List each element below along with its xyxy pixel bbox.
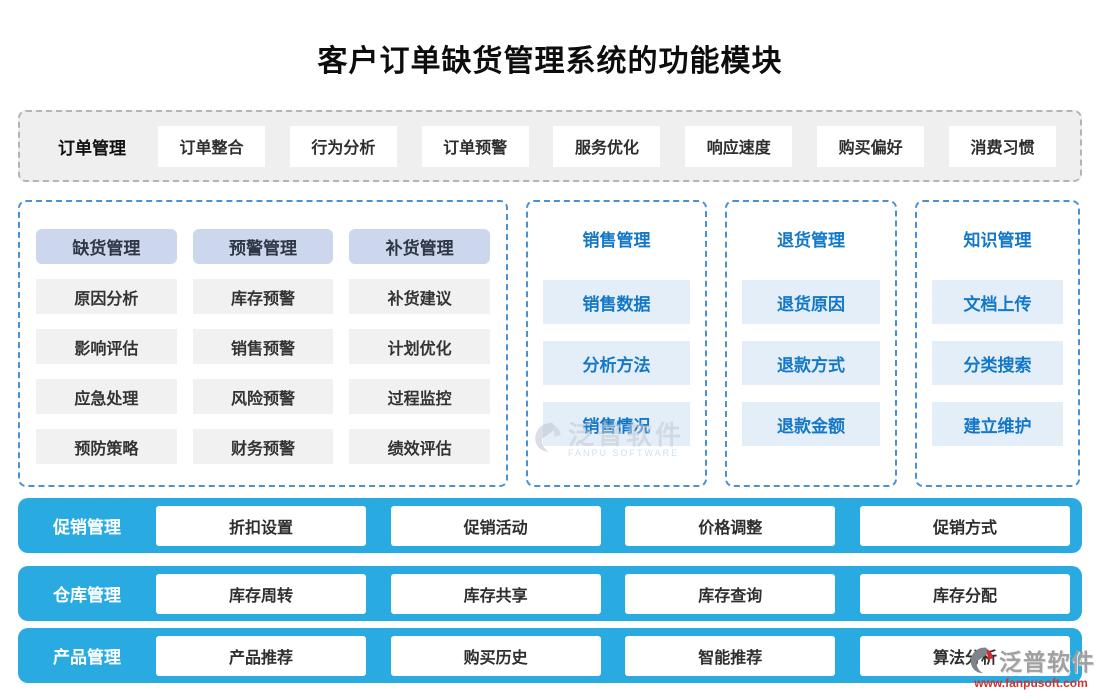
- header-sales: 销售管理: [582, 231, 651, 250]
- module-chip: 促销活动: [390, 505, 601, 546]
- column-shortage: 缺货管理 原因分析 影响评估 应急处理 预防策略: [36, 229, 177, 464]
- module-chip: 订单整合: [158, 125, 265, 167]
- product-row: 产品管理 产品推荐 购买历史 智能推荐 算法分析: [18, 628, 1082, 683]
- promotion-row-items: 折扣设置 促销活动 价格调整 促销方式: [156, 505, 1070, 546]
- header-replenish: 补货管理: [349, 229, 491, 264]
- module-chip: 算法分析: [859, 635, 1070, 676]
- header-knowledge: 知识管理: [963, 231, 1032, 250]
- column-replenish: 补货管理 补货建议 计划优化 过程监控 绩效评估: [349, 229, 491, 464]
- module-chip: 订单预警: [421, 125, 529, 167]
- module-item: 财务预警: [192, 429, 334, 464]
- module-chip: 库存查询: [625, 573, 836, 614]
- module-item: 销售情况: [543, 402, 690, 446]
- promotion-row: 促销管理 折扣设置 促销活动 价格调整 促销方式: [18, 498, 1082, 553]
- module-item: 建立维护: [932, 402, 1063, 446]
- panel-returns: 退货管理 退货原因 退款方式 退款金额: [725, 200, 897, 487]
- module-item: 文档上传: [932, 280, 1063, 324]
- module-chip: 库存周转: [156, 573, 366, 614]
- module-item: 库存预警: [192, 279, 334, 314]
- module-item: 补货建议: [349, 279, 491, 314]
- module-chip: 响应速度: [685, 125, 793, 167]
- module-chip: 库存分配: [859, 573, 1070, 614]
- module-item: 预防策略: [36, 429, 177, 464]
- module-item: 应急处理: [36, 379, 177, 414]
- module-chip: 服务优化: [553, 125, 661, 167]
- module-item: 销售预警: [192, 329, 334, 364]
- module-item: 风险预警: [192, 379, 334, 414]
- header-returns: 退货管理: [777, 231, 845, 250]
- module-chip: 智能推荐: [625, 635, 836, 676]
- module-item: 退货原因: [742, 280, 880, 324]
- module-chip: 购买历史: [390, 635, 601, 676]
- module-chip: 促销方式: [859, 505, 1070, 546]
- warehouse-row: 仓库管理 库存周转 库存共享 库存查询 库存分配: [18, 566, 1082, 621]
- module-item: 绩效评估: [349, 429, 491, 464]
- order-band-items: 订单整合 行为分析 订单预警 服务优化 响应速度 购买偏好 消费习惯: [158, 125, 1056, 167]
- order-management-band: 订单管理 订单整合 行为分析 订单预警 服务优化 响应速度 购买偏好 消费习惯: [18, 110, 1082, 182]
- module-chip: 购买偏好: [817, 125, 925, 167]
- module-panels: 缺货管理 原因分析 影响评估 应急处理 预防策略 预警管理 库存预警 销售预警 …: [18, 200, 1082, 487]
- module-item: 退款金额: [742, 402, 880, 446]
- header-warning: 预警管理: [192, 229, 334, 264]
- module-chip: 消费习惯: [948, 125, 1056, 167]
- module-item: 销售数据: [543, 280, 690, 324]
- module-chip: 行为分析: [289, 125, 397, 167]
- product-row-items: 产品推荐 购买历史 智能推荐 算法分析: [156, 635, 1070, 676]
- module-item: 原因分析: [36, 279, 177, 314]
- page-title: 客户订单缺货管理系统的功能模块: [317, 45, 783, 78]
- module-item: 分析方法: [543, 341, 690, 385]
- panel-knowledge: 知识管理 文档上传 分类搜索 建立维护: [915, 200, 1080, 487]
- column-warning: 预警管理 库存预警 销售预警 风险预警 财务预警: [192, 229, 334, 464]
- module-chip: 产品推荐: [156, 635, 366, 676]
- warehouse-row-items: 库存周转 库存共享 库存查询 库存分配: [156, 573, 1070, 614]
- module-item: 分类搜索: [932, 341, 1063, 385]
- panel-shortage-warning-replenish: 缺货管理 原因分析 影响评估 应急处理 预防策略 预警管理 库存预警 销售预警 …: [18, 200, 508, 487]
- label-warehouse: 仓库管理: [53, 586, 121, 605]
- label-product: 产品管理: [53, 648, 121, 667]
- label-promotion: 促销管理: [53, 518, 121, 537]
- module-chip: 折扣设置: [156, 505, 366, 546]
- module-item: 影响评估: [36, 329, 177, 364]
- module-item: 计划优化: [349, 329, 491, 364]
- module-item: 退款方式: [742, 341, 880, 385]
- module-chip: 库存共享: [390, 573, 601, 614]
- panel-sales: 销售管理 销售数据 分析方法 销售情况: [526, 200, 707, 487]
- module-item: 过程监控: [349, 379, 491, 414]
- module-chip: 价格调整: [625, 505, 836, 546]
- order-band-label: 订单管理: [58, 138, 126, 158]
- header-shortage: 缺货管理: [36, 229, 177, 264]
